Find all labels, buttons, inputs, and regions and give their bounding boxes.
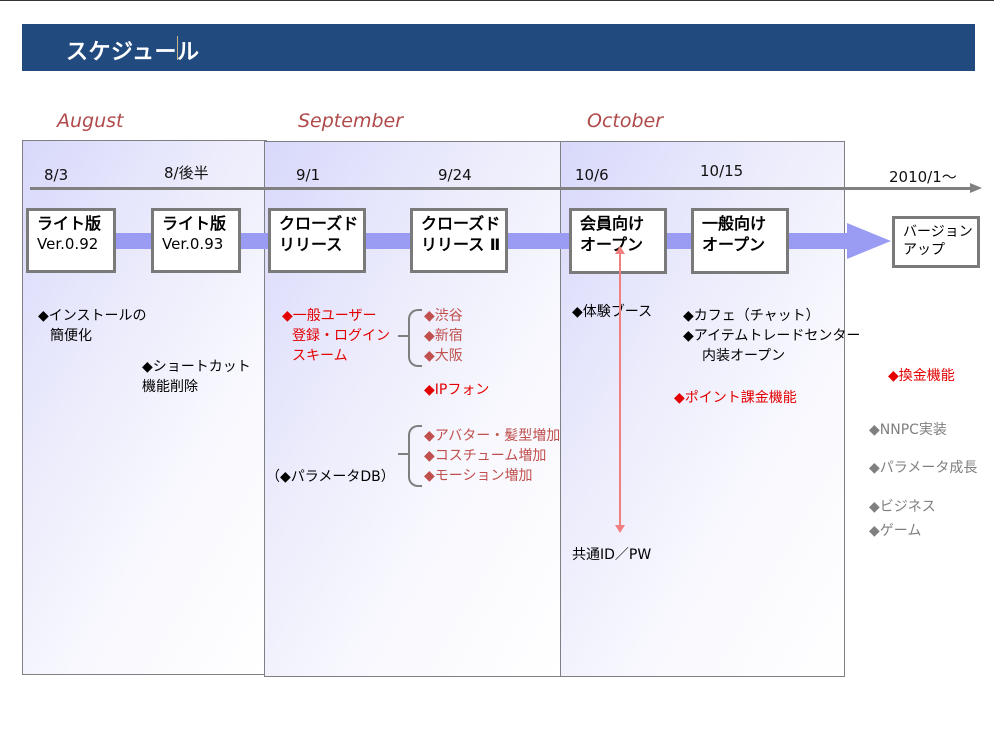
month-label-october: October [587,110,664,132]
milestone-subtitle: オープン [580,234,644,254]
date-label: 9/24 [438,166,472,184]
date-label: 9/1 [296,166,321,184]
date-label: 2010/1〜 [889,168,957,186]
note-trial-booth: ◆体験ブース [572,304,653,320]
note-cafe-and-trade: ◆カフェ（チャット） ◆アイテムトレードセンター 内装オープン [683,306,860,366]
milestone-title: 一般向け [702,214,767,233]
note-line: 登録・ログイン [292,328,390,344]
note-line: ◆ショートカット [142,359,251,375]
date-label: 10/15 [700,162,744,180]
milestone-title: クローズド [279,214,359,233]
milestone-public-open: 一般向け オープン [691,208,789,274]
milestone-title: クローズド [421,214,501,233]
note-ip-phone: ◆IPフォン [424,382,490,398]
date-label: 8/3 [44,166,69,184]
milestone-closed-release: クローズド リリース [268,208,366,273]
brace-locations-tip [398,335,408,337]
milestone-member-open: 会員向け オープン [569,208,667,274]
top-border [0,0,994,1]
note-line: 簡便化 [50,328,92,344]
link-arrow-line [619,252,621,527]
note-line: ◆新宿 [424,328,463,344]
milestone-subtitle: リリース Ⅱ [421,234,501,254]
milestone-subtitle: Ver.0.93 [162,234,224,253]
milestone-title: ライト版 [162,214,227,233]
note-locations: ◆渋谷 ◆新宿 ◆大阪 [424,306,463,366]
note-parameter-db: （◆パラメータDB） [266,469,395,485]
link-arrow-down-head [615,525,625,533]
note-line: ◆アバター・髪型増加 [424,428,561,444]
note-parameter-growth: ◆パラメータ成長 [869,460,978,476]
milestone-subtitle: リリース [279,234,343,254]
text-caret [177,36,178,60]
milestone-version-up: バージョン アップ [892,216,980,268]
timeline-axis [30,187,970,190]
brace-additions-tip [398,453,408,455]
date-label: 10/6 [575,166,609,184]
note-line: ◆モーション増加 [424,468,533,484]
note-line: ◆インストールの [38,308,147,324]
link-arrow-up-head [615,246,625,254]
milestone-title: ライト版 [37,214,102,233]
note-game: ◆ゲーム [869,523,922,539]
page-title: スケジュール [66,40,200,65]
progress-flow-arrow-head [847,223,891,259]
note-content-additions: ◆アバター・髪型増加 ◆コスチューム増加 ◆モーション増加 [424,426,560,486]
milestone-lite-093: ライト版 Ver.0.93 [151,208,241,273]
brace-locations [408,309,422,367]
milestone-subtitle: アップ [903,242,945,259]
title-bar: スケジュール [22,24,975,71]
month-label-august: August [57,110,124,132]
milestone-lite-092: ライト版 Ver.0.92 [26,208,116,273]
note-common-id: 共通ID／PW [572,547,652,563]
note-exchange-feature: ◆換金機能 [888,368,955,384]
note-line: ◆一般ユーザー [282,308,377,324]
milestone-title: バージョン [903,224,973,240]
note-point-billing: ◆ポイント課金機能 [674,390,797,406]
month-label-september: September [298,110,404,132]
timeline-arrow-head [970,183,982,193]
note-line: 内装オープン [702,348,786,364]
note-line: 機能削除 [142,379,198,395]
note-login-scheme: ◆一般ユーザー 登録・ログイン スキーム [282,306,390,366]
note-line: ◆渋谷 [424,308,463,324]
date-label: 8/後半 [164,164,209,182]
note-shortcut-removal: ◆ショートカット 機能削除 [142,357,251,397]
note-line: スキーム [292,348,348,364]
note-line: ◆大阪 [424,348,463,364]
milestone-title: 会員向け [580,214,645,233]
note-line: ◆カフェ（チャット） [683,308,820,324]
note-install-simplify: ◆インストールの 簡便化 [38,306,147,346]
milestone-subtitle: オープン [702,234,766,254]
note-nnpc: ◆NNPC実装 [869,422,947,438]
note-line: ◆アイテムトレードセンター [683,328,861,344]
milestone-subtitle: Ver.0.92 [37,234,99,253]
note-line: ◆コスチューム増加 [424,448,547,464]
brace-additions [408,425,422,487]
milestone-closed-release-2: クローズド リリース Ⅱ [410,208,508,273]
note-business: ◆ビジネス [869,499,936,515]
